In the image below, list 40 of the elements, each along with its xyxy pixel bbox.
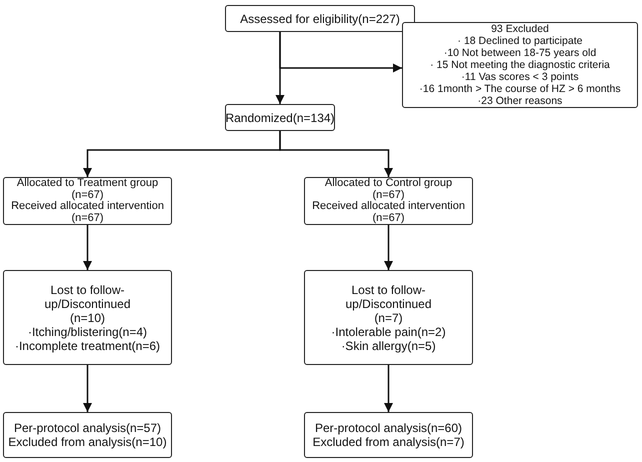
process-box — [3, 177, 172, 225]
box-text: Lost to follow-up/Discontinued — [344, 282, 433, 310]
process-box — [225, 5, 415, 32]
box-text: Lost to follow-up/Discontinued — [43, 282, 132, 310]
arrow — [279, 131, 393, 177]
box-text: Assessed for eligibility(n=227) — [240, 12, 400, 26]
box-text: ·Skin allergy(n=5) — [341, 338, 436, 352]
box-text: (n=7) — [374, 310, 403, 324]
box-text: Per-protocol analysis(n=57) — [14, 421, 162, 435]
box-text: Allocated to Control group (n=67) — [324, 178, 454, 201]
arrow — [83, 225, 92, 270]
process-box — [3, 270, 172, 365]
arrow — [279, 32, 402, 72]
process-box — [304, 270, 473, 365]
arrow — [83, 365, 92, 412]
box-text: · 18 Declined to participate — [458, 35, 582, 47]
box-text: ·11 Vas scores < 3 points — [461, 71, 579, 83]
arrow — [384, 225, 393, 270]
box-text: Allocated to Treatment group (n=67) — [16, 178, 160, 201]
box-text: ·10 Not between 18-75 years old — [444, 47, 596, 59]
box-text: Received allocated intervention (n=67) — [10, 201, 165, 224]
box-text: · 15 Not meeting the diagnostic criteria — [430, 59, 610, 71]
arrow — [384, 365, 393, 412]
process-box — [225, 104, 335, 131]
box-text: Received allocated intervention (n=67) — [311, 201, 466, 224]
box-text: ·23 Other reasons — [478, 95, 562, 107]
box-text: ·Itching/blistering(n=4) — [28, 324, 148, 338]
box-text: ·Incomplete treatment(n=6) — [14, 338, 160, 352]
box-text: (n=10) — [70, 310, 106, 324]
box-text: Per-protocol analysis(n=60) — [314, 421, 462, 435]
box-text: Excluded from analysis(n=10) — [8, 435, 167, 449]
process-box — [304, 412, 473, 458]
process-box — [3, 412, 172, 458]
process-box — [402, 22, 638, 108]
process-box — [304, 177, 473, 225]
box-text: ·Intolerable pain(n=2) — [331, 324, 446, 338]
box-text: Excluded from analysis(n=7) — [312, 435, 464, 449]
box-text: 93 Excluded — [491, 23, 549, 35]
box-text: Randomized(n=134) — [225, 110, 335, 124]
box-text: ·16 1month > The course of HZ > 6 months — [419, 83, 621, 95]
